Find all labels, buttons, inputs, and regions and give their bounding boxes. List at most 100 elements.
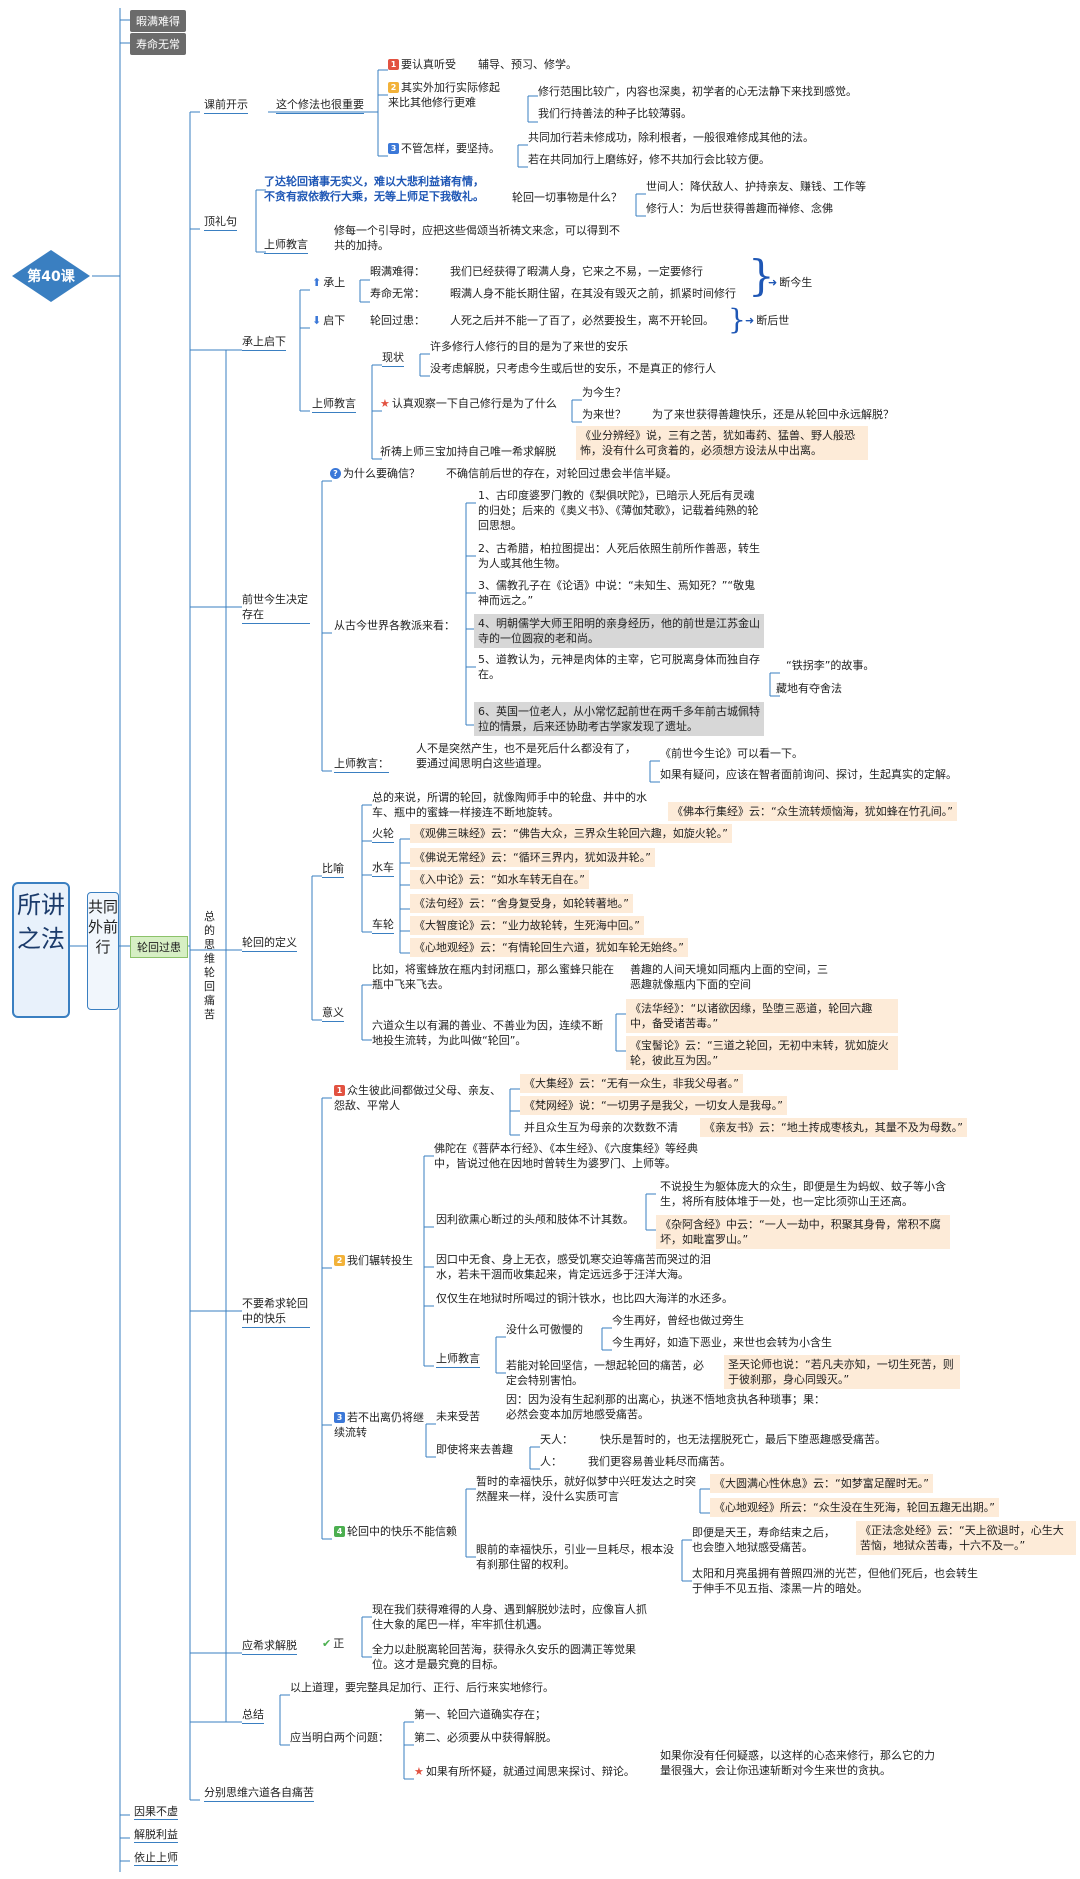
sec6-a1: 《大集经》云：“无有一众生，非我父母者。” [520, 1074, 743, 1093]
sec8-s2b: 第二、必须要从中获得解脱。 [414, 1731, 557, 1744]
sec6-bt1a: 今生再好，曾经也做过旁生 [612, 1314, 744, 1327]
sec6-b2b: 《杂阿含经》中云：“一人一劫中，积聚其身骨，常积不腐坏，如毗富罗山。” [656, 1215, 950, 1249]
sec5-yy2a: 《法华经》：“以诸欲因缘，坠堕三恶道，轮回六趣中，备受诸苦毒。” [626, 999, 898, 1033]
sec4-p5: 5、道教认为，元神是肉体的主宰，它可脱离身体而独自存在。 [478, 653, 760, 681]
tag-yizhi[interactable]: 依止上师 [134, 1851, 178, 1866]
sec5-shuiche: 水车 [372, 860, 394, 877]
sec2-teach-detail: 修每一个引导时，应把这些偈颂当祈祷文来念，可以得到不共的加持。 [334, 224, 620, 252]
sec5-sc2: 《入中论》云：“如水车转无自在。” [410, 870, 589, 889]
sec3-observe: ★认真观察一下自己修行是为了什么 [380, 397, 557, 410]
sec1-title[interactable]: 课前开示 [204, 97, 248, 114]
total-label: 总的思维轮回痛苦 [204, 910, 215, 1021]
sec2-answer2: 修行人：为后世获得善趣而禅修、念佛 [646, 202, 833, 215]
lunhui-node[interactable]: 轮回过患 [130, 936, 188, 958]
sec6-c1d: 因：因为没有生起刹那的出离心，执迷不悟地贪执各种琐事；果：必然会变本加厉地感受痛… [506, 1393, 825, 1421]
sec6-d1: 暂时的幸福快乐，就好似梦中兴旺发达之时突然醒来一样，没什么实质可言 [476, 1475, 696, 1503]
sec4-t2: 如果有疑问，应该在智者面前询问、探讨，生起真实的定解。 [660, 768, 957, 781]
sec3-pray: 祈祷上师三宝加持自己唯一希求解脱 [380, 445, 556, 458]
sec2-teach: 上师教言 [264, 237, 308, 254]
sec2-question: 轮回一切事物是什么？ [512, 191, 622, 204]
brace-icon: } [748, 251, 775, 300]
verse: 了达轮回诸事无实义，难以大悲利益诸有情，不贪有寂依教行大乘，无等上师足下我敬礼。 [264, 175, 484, 203]
sec4-title[interactable]: 前世今生决定存在 [242, 592, 310, 624]
sec3-xz1: 许多修行人修行的目的是为了来世的安乐 [430, 340, 628, 353]
sec7-z1: 现在我们获得难得的人身、遇到解脱妙法时，应像盲人抓住大象的尾巴一样，牢牢抓住机遇… [372, 1603, 647, 1631]
sec3-title[interactable]: 承上启下 [242, 334, 286, 351]
sec6-d1a: 《大圆满心性休息》云：“如梦富足醒时无。” [710, 1474, 933, 1493]
main-title[interactable]: 所讲之法 [12, 882, 70, 1018]
sec4-why-detail: 不确信前后世的存在，对轮回过患会半信半疑。 [446, 467, 677, 480]
lesson-label: 第40课 [27, 268, 75, 285]
sec6-d2: 眼前的幸福快乐，引业一旦耗尽，根本没有刹那住留的权利。 [476, 1543, 674, 1571]
sec2-answer1: 世间人：降伏敌人、护持亲友、赚钱、工作等 [646, 180, 866, 193]
sec7-z2: 全力以赴脱离轮回苦海，获得永久安乐的圆满正等觉果位。这才是最究竟的目标。 [372, 1643, 636, 1671]
sec1-branch: 这个修法也很重要 [276, 97, 364, 114]
sec3-pray-quote: 《业分辨经》说，三有之苦，犹如毒药、猛兽、野人般恐怖，没有什么可贪着的，必须想方… [576, 426, 868, 460]
sec6-b2a: 不说投生为躯体庞大的众生，即便是生为蚂蚁、蚊子等小含生，将所有肢体堆于一处，也一… [660, 1180, 946, 1208]
sec5-yy1: 比如，将蜜蜂放在瓶内封闭瓶口，那么蜜蜂只能在瓶中飞来飞去。 [372, 963, 614, 991]
sec4-teach: 上师教言： [334, 756, 389, 773]
sec6-c2ad: 快乐是暂时的，也无法摆脱死亡，最后下堕恶趣感受痛苦。 [600, 1433, 886, 1446]
sec3-rz1: 为今生？ [582, 386, 626, 399]
sec6-bt: 上师教言 [436, 1351, 480, 1368]
sec3-qixia: ⬇启下 [312, 314, 346, 327]
sec5-cl3: 《心地观经》云：“有情轮回生六道，犹如车轮无始终。” [410, 938, 688, 957]
sec6-d2b: 太阳和月亮虽拥有普照四洲的光芒，但他们死后，也会转生于伸手不见五指、漆黑一片的暗… [692, 1567, 978, 1595]
sec8-title[interactable]: 总结 [242, 1707, 264, 1724]
sec8-s3d: 如果你没有任何疑惑，以这样的心态来修行，那么它的力量很强大，会让你迅速斩断对今生… [660, 1749, 935, 1777]
sec3-xz2: 没考虑解脱，只考虑今生或后世的安乐，不是真正的修行人 [430, 362, 716, 375]
sec7-title[interactable]: 应希求解脱 [242, 1638, 297, 1655]
sec3-qx-result: ➜断后世 [745, 314, 790, 327]
sec4-p3: 3、儒教孔子在《论语》中说：“未知生、焉知死？”“敬鬼神而远之。” [478, 579, 756, 607]
lesson-diamond[interactable]: 第40课 [10, 248, 92, 304]
sec5-title[interactable]: 轮回的定义 [242, 935, 297, 952]
sec8-s2: 应当明白两个问题： [290, 1731, 389, 1744]
sec5-cl1: 《法句经》云：“舍身复受身，如轮转著地。” [410, 894, 633, 913]
sec6-d2a: 即便是天王，寿命结束之后，也会堕入地狱感受痛苦。 [692, 1526, 835, 1554]
sec3-chengshang: ⬆承上 [312, 276, 346, 289]
sec6-d1b: 《心地观经》所云：“众生没在生死海，轮回五趣无出期。” [710, 1498, 999, 1517]
sec4-p5b: 藏地有夺舍法 [776, 682, 842, 695]
sec3-teach: 上师教言 [312, 396, 356, 413]
sec4-p5a: “铁拐李”的故事。 [786, 659, 875, 672]
sec3-cs2d: 暇满人身不能长期住留，在其没有毁灭之前，抓紧时间修行 [450, 287, 736, 300]
sec6-bt2: 若能对轮回坚信，一想起轮回的痛苦，必定会特别害怕。 [506, 1359, 704, 1387]
sec3-cs2: 寿命无常： [370, 287, 425, 300]
sec2-title[interactable]: 顶礼句 [204, 214, 237, 231]
sec1-item3a: 共同加行若未修成功，除利根者，一般很难修成其他的法。 [528, 131, 814, 144]
sec4-t1: 《前世今生论》可以看一下。 [660, 747, 803, 760]
sec6-title[interactable]: 不要希求轮回中的快乐 [242, 1296, 310, 1328]
tag-shouming[interactable]: 寿命无常 [130, 33, 186, 55]
sec6-bt1b: 今生再好，如造下恶业，来世也会转为小含生 [612, 1336, 832, 1349]
sec3-qx1: 轮回过患： [370, 314, 425, 327]
sec4-cong: 从古今世界各教派来看： [334, 619, 455, 632]
tag-jietuo[interactable]: 解脱利益 [134, 1828, 178, 1843]
sec3-qx1d: 人死之后并不能一了百了，必然要投生，离不开轮回。 [450, 314, 714, 327]
sec5-yy2: 六道众生以有漏的善业、不善业为因，连续不断地投生流转，为此叫做“轮回”。 [372, 1019, 603, 1047]
sec5-yiyi: 意义 [322, 1005, 344, 1022]
sec3-xianzhuang: 现状 [382, 350, 404, 367]
tag-xiaman[interactable]: 暇满难得 [130, 10, 186, 32]
sub-title[interactable]: 共同外前行 [87, 892, 119, 1010]
tag-yinguo[interactable]: 因果不虚 [134, 1805, 178, 1820]
sec6-a3q: 《亲友书》云：“地土抟成枣核丸，其量不及为母数。” [700, 1118, 967, 1137]
sec9-title[interactable]: 分别思维六道各自痛苦 [204, 1785, 314, 1802]
sec5-cl2: 《大智度论》云：“业力故轮转，生死海中回。” [410, 916, 644, 935]
sec4-why: ?为什么要确信？ [330, 466, 420, 481]
sec6-b4: 仅仅生在地狱时所喝过的铜汁铁水，也比四大海洋的水还多。 [436, 1292, 733, 1305]
sec5-sc1: 《佛说无常经》云：“循环三界内，犹如汲井轮。” [410, 848, 655, 867]
sec6-b1: 佛陀在《菩萨本行经》、《本生经》、《六度集经》等经典中，皆说过他在因地时曾转生为… [434, 1142, 698, 1170]
sec5-huolun: 火轮 [372, 826, 394, 843]
sec6-b2: 因利欲熏心断过的头颅和肢体不计其数。 [436, 1213, 634, 1226]
sec6-c2a: 天人： [540, 1433, 573, 1446]
sec4-p4: 4、明朝儒学大师王阳明的亲身经历，他的前世是江苏金山寺的一位圆寂的老和尚。 [474, 614, 764, 648]
sec5-yy2b: 《宝髻论》云：“三道之轮回，无初中末转，犹如旋火轮，彼此互为因。” [626, 1036, 898, 1070]
brace-icon: } [728, 303, 746, 336]
sec1-item2b: 我们行持善法的种子比较薄弱。 [538, 107, 692, 120]
